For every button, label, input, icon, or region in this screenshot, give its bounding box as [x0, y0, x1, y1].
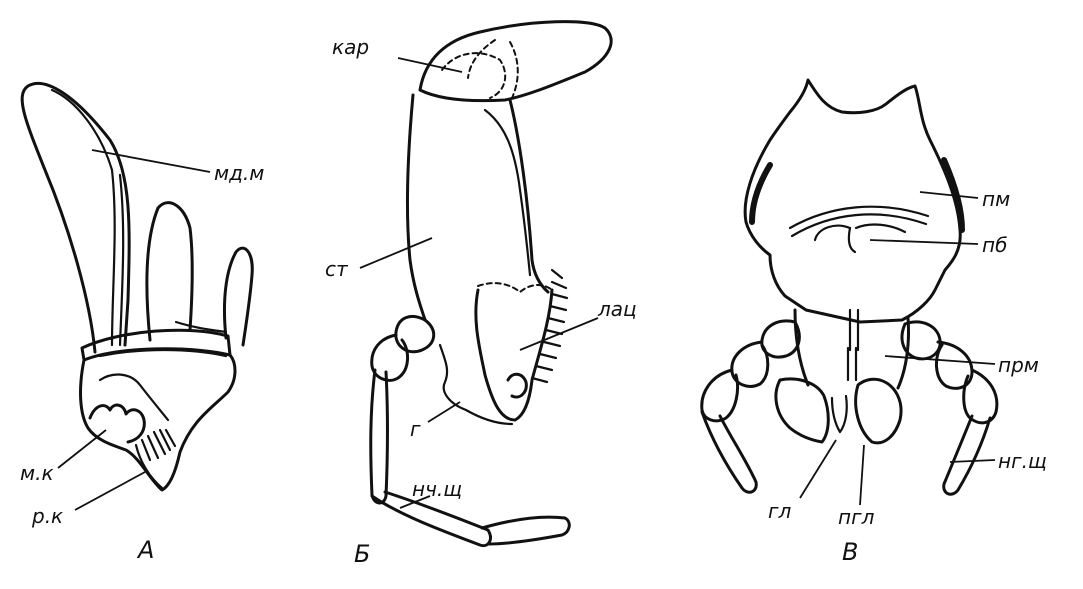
- labium-drawing: [700, 78, 999, 496]
- leader-prm: [884, 355, 996, 365]
- label-prm: прм: [998, 353, 1039, 377]
- label-pb: пб: [982, 233, 1007, 257]
- leader-kar: [397, 57, 463, 73]
- label-nch-shch: нч.щ: [412, 477, 462, 501]
- leader-ng-shch: [949, 459, 996, 463]
- label-g: г: [410, 417, 421, 441]
- leader-pb: [869, 239, 979, 245]
- label-st: ст: [325, 257, 349, 281]
- leader-md-m: [91, 149, 211, 173]
- mandible-drawing: [20, 81, 254, 492]
- leader-st: [359, 237, 433, 269]
- label-pm: пм: [982, 187, 1010, 211]
- label-r-k: р.к: [31, 504, 63, 528]
- leader-pm: [919, 191, 979, 199]
- leader-m-k: [57, 429, 107, 469]
- leader-r-k: [74, 471, 146, 511]
- leader-pgl: [859, 444, 865, 506]
- label-ng-shch: нг.щ: [998, 449, 1047, 473]
- leader-g: [427, 401, 461, 423]
- label-kar: кар: [332, 35, 369, 59]
- label-m-k: м.к: [20, 461, 54, 485]
- label-pgl: пгл: [838, 505, 875, 529]
- panel-label-v: В: [842, 538, 858, 566]
- maxilla-drawing: [369, 20, 613, 548]
- panel-label-a: А: [136, 536, 154, 564]
- leader-gl: [799, 439, 837, 499]
- label-lats: лац: [597, 297, 637, 321]
- label-gl: гл: [768, 499, 792, 523]
- leader-lats: [519, 317, 599, 351]
- panel-label-b: Б: [354, 540, 370, 568]
- leader-nch-shch: [399, 495, 431, 509]
- label-md-m: мд.м: [214, 161, 264, 185]
